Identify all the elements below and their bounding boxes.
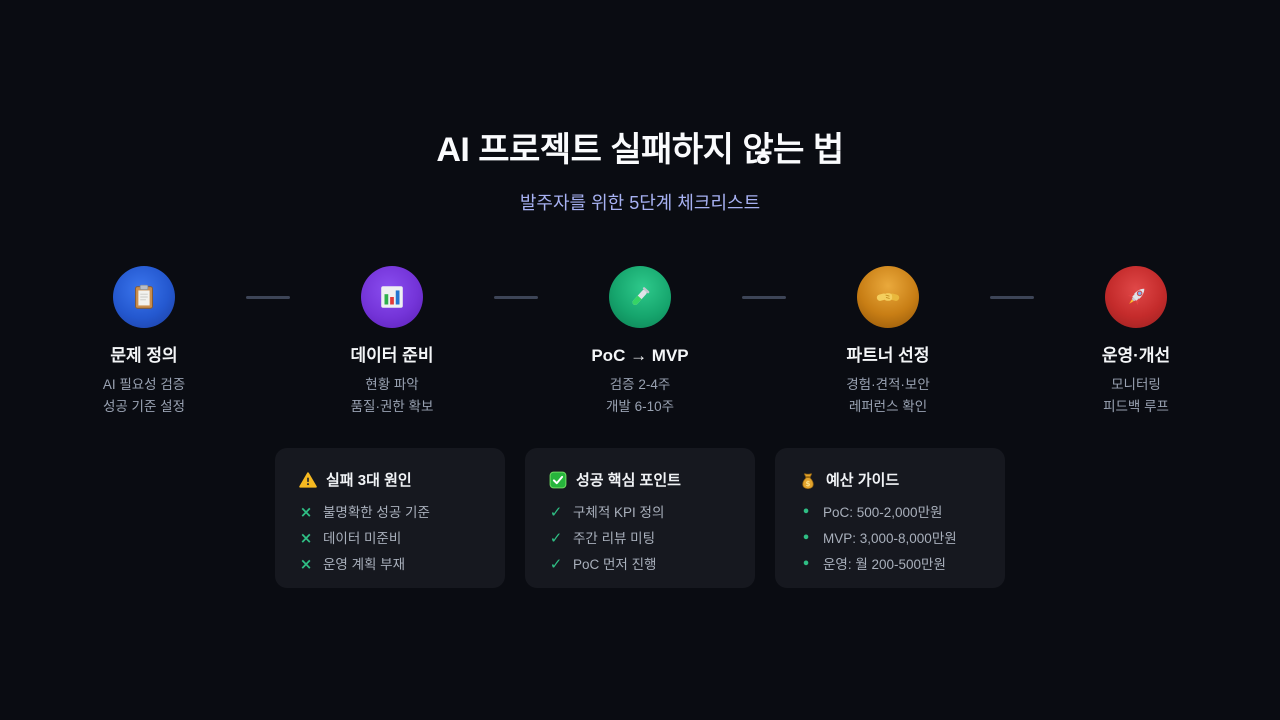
bar-chart-icon (381, 286, 403, 308)
step-title: 파트너 선정 (846, 346, 930, 365)
list-item: × 불명확한 성공 기준 (299, 503, 481, 521)
item-text: MVP: 3,000-8,000만원 (823, 531, 957, 546)
card-item-list: × 불명확한 성공 기준 × 데이터 미준비 × 운영 계획 부재 (299, 503, 481, 573)
step-description: 현황 파악 품질·권한 확보 (351, 374, 434, 418)
card-header: 실패 3대 원인 (299, 469, 481, 490)
item-text: 데이터 미준비 (323, 531, 402, 546)
step-line: AI 필요성 검증 (102, 377, 186, 392)
test-tube-icon (632, 287, 650, 305)
check-mark-icon: ✓ (549, 555, 563, 573)
card-title: 성공 핵심 포인트 (576, 472, 681, 489)
card-header: 성공 핵심 포인트 (549, 469, 731, 490)
item-text: 운영: 월 200-500만원 (823, 557, 946, 572)
step-line: 개발 6-10주 (605, 399, 675, 414)
bullet-icon: • (801, 531, 811, 546)
check-mark-icon: ✓ (549, 529, 563, 547)
step-title: 운영·개선 (1101, 346, 1171, 365)
step-5-circle (1105, 266, 1167, 328)
card-success-points: 성공 핵심 포인트 ✓ 구체적 KPI 정의 ✓ 주간 리뷰 미팅 ✓ PoC … (525, 448, 755, 588)
card-title: 실패 3대 원인 (326, 472, 412, 489)
info-cards-row: 실패 3대 원인 × 불명확한 성공 기준 × 데이터 미준비 × 운영 계획 … (0, 448, 1280, 588)
list-item: • MVP: 3,000-8,000만원 (799, 531, 981, 546)
x-mark-icon: × (299, 529, 313, 547)
list-item: ✓ PoC 먼저 진행 (549, 555, 731, 573)
step-1-circle (113, 266, 175, 328)
svg-text:$: $ (806, 478, 811, 487)
rocket-icon (1127, 288, 1145, 306)
item-text: PoC 먼저 진행 (573, 557, 657, 572)
item-text: PoC: 500-2,000만원 (823, 505, 943, 520)
step-1-problem-definition: 문제 정의 AI 필요성 검증 성공 기준 설정 (42, 266, 246, 418)
step-line: 품질·권한 확보 (350, 399, 434, 414)
clipboard-icon (135, 284, 153, 309)
step-title: 문제 정의 (110, 346, 178, 365)
list-item: × 데이터 미준비 (299, 529, 481, 547)
step-line: 피드백 루프 (1103, 399, 1169, 414)
page-subtitle: 발주자를 위한 5단계 체크리스트 (519, 193, 761, 213)
x-mark-icon: × (299, 503, 313, 521)
item-text: 구체적 KPI 정의 (573, 505, 665, 520)
step-description: AI 필요성 검증 성공 기준 설정 (103, 374, 185, 418)
bullet-icon: • (801, 505, 811, 520)
list-item: × 운영 계획 부재 (299, 555, 481, 573)
page-title: AI 프로젝트 실패하지 않는 법 (436, 131, 844, 169)
connector-line (990, 296, 1034, 299)
step-3-circle (609, 266, 671, 328)
step-title: 데이터 준비 (350, 346, 434, 365)
step-line: 검증 2-4주 (609, 377, 671, 392)
card-title: 예산 가이드 (826, 472, 900, 489)
step-description: 경험·견적·보안 레퍼런스 확인 (846, 374, 930, 418)
step-description: 모니터링 피드백 루프 (1103, 374, 1169, 418)
step-line: 모니터링 (1111, 377, 1161, 392)
step-title: PoC → MVP (591, 346, 689, 365)
header: AI 프로젝트 실패하지 않는 법 발주자를 위한 5단계 체크리스트 (0, 0, 1280, 214)
step-5-operate-improve: 운영·개선 모니터링 피드백 루프 (1034, 266, 1238, 418)
step-line: 현황 파악 (365, 377, 419, 392)
connector-line (246, 296, 290, 299)
warning-icon (299, 471, 317, 488)
handshake-icon (876, 293, 900, 301)
card-item-list: • PoC: 500-2,000만원 • MVP: 3,000-8,000만원 … (799, 505, 981, 572)
item-text: 주간 리뷰 미팅 (573, 531, 656, 546)
check-button-icon (549, 471, 567, 488)
step-4-partner-selection: 파트너 선정 경험·견적·보안 레퍼런스 확인 (786, 266, 990, 418)
item-text: 불명확한 성공 기준 (323, 505, 430, 520)
list-item: ✓ 구체적 KPI 정의 (549, 503, 731, 521)
steps-row: 문제 정의 AI 필요성 검증 성공 기준 설정 데이터 준비 현황 파악 품질… (42, 266, 1238, 418)
card-failure-causes: 실패 3대 원인 × 불명확한 성공 기준 × 데이터 미준비 × 운영 계획 … (275, 448, 505, 588)
card-budget-guide: $ 예산 가이드 • PoC: 500-2,000만원 • MVP: 3,000… (775, 448, 1005, 588)
list-item: ✓ 주간 리뷰 미팅 (549, 529, 731, 547)
step-2-circle (361, 266, 423, 328)
step-3-poc-mvp: PoC → MVP 검증 2-4주 개발 6-10주 (538, 266, 742, 418)
connector-line (742, 296, 786, 299)
item-text: 운영 계획 부재 (323, 557, 406, 572)
money-bag-icon: $ (802, 472, 814, 489)
step-description: 검증 2-4주 개발 6-10주 (606, 374, 674, 418)
check-mark-icon: ✓ (549, 503, 563, 521)
step-line: 경험·견적·보안 (846, 377, 930, 392)
step-line: 성공 기준 설정 (102, 399, 185, 414)
card-item-list: ✓ 구체적 KPI 정의 ✓ 주간 리뷰 미팅 ✓ PoC 먼저 진행 (549, 503, 731, 573)
card-header: $ 예산 가이드 (799, 469, 981, 490)
bullet-icon: • (801, 557, 811, 572)
step-4-circle (857, 266, 919, 328)
list-item: • 운영: 월 200-500만원 (799, 557, 981, 572)
step-line: 레퍼런스 확인 (848, 399, 928, 414)
step-2-data-preparation: 데이터 준비 현황 파악 품질·권한 확보 (290, 266, 494, 418)
x-mark-icon: × (299, 555, 313, 573)
connector-line (494, 296, 538, 299)
list-item: • PoC: 500-2,000만원 (799, 505, 981, 520)
